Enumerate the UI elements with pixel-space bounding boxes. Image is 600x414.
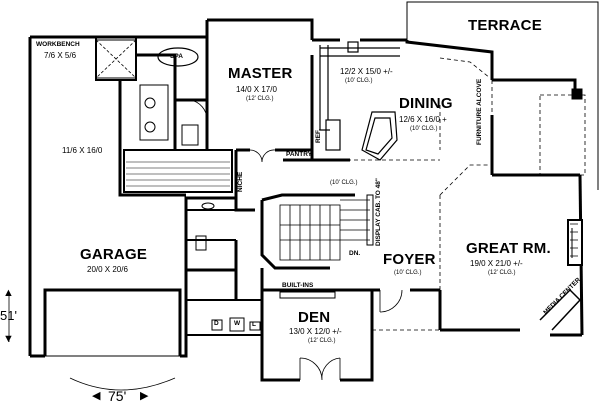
depth-dimension: 51' bbox=[0, 308, 17, 323]
garage-dims: 20/0 X 20/6 bbox=[87, 265, 128, 274]
loft-walls bbox=[118, 80, 186, 197]
built-ins-label: BUILT-INS bbox=[282, 282, 314, 289]
great-room-walls bbox=[438, 174, 584, 337]
hall-ceiling: (10' CLG.) bbox=[330, 180, 358, 186]
kitchen-walls bbox=[283, 38, 494, 175]
closet-hatch bbox=[123, 149, 233, 193]
great-room-label: GREAT RM. bbox=[466, 240, 551, 257]
dining-ceiling: (10' CLG.) bbox=[410, 126, 438, 132]
sink-label: L bbox=[252, 321, 256, 328]
fireplace bbox=[567, 219, 583, 266]
width-dimension: 75' bbox=[108, 388, 127, 404]
den-built-ins bbox=[279, 291, 336, 299]
master-door bbox=[249, 149, 276, 163]
workbench-label: WORKBENCH bbox=[36, 41, 80, 48]
den-dims: 13/0 X 12/0 +/- bbox=[289, 327, 342, 336]
width-left-arrow: ◀ bbox=[92, 390, 101, 402]
kitchen-dims: 12/2 X 15/0 +/- bbox=[340, 67, 393, 76]
ref-label: REF. bbox=[315, 128, 322, 143]
workbench-dims: 7/6 X 5/6 bbox=[44, 51, 77, 60]
dining-alcove-walls bbox=[492, 78, 583, 177]
foyer-ceiling: (10' CLG.) bbox=[394, 270, 422, 276]
stair-walls bbox=[186, 193, 355, 300]
depth-up-arrow: ▲ bbox=[3, 287, 14, 299]
spa-tub bbox=[157, 47, 199, 67]
spa-label: SPA bbox=[170, 53, 183, 60]
sink-box bbox=[249, 321, 261, 331]
display-cabinet bbox=[366, 194, 374, 246]
kitchen-ceiling: (10' CLG.) bbox=[345, 78, 373, 84]
den-label: DEN bbox=[298, 309, 331, 326]
dining-label: DINING bbox=[399, 95, 453, 112]
great-room-dims: 19/0 X 21/0 +/- bbox=[470, 259, 523, 268]
garage-walls bbox=[28, 20, 238, 358]
master-ceiling: (12' CLG.) bbox=[246, 96, 274, 102]
den-door bbox=[299, 357, 341, 381]
den-ceiling: (12' CLG.) bbox=[308, 338, 336, 344]
furniture-alcove-label: FURNITURE ALCOVE bbox=[476, 78, 483, 145]
stair-treads bbox=[279, 199, 370, 261]
entry-door bbox=[379, 289, 403, 313]
depth-down-arrow: ▼ bbox=[3, 333, 14, 345]
terrace-label: TERRACE bbox=[468, 17, 542, 34]
foyer-label: FOYER bbox=[383, 251, 436, 268]
great-room-angled-wall bbox=[439, 164, 490, 196]
washer-label: W bbox=[234, 320, 241, 327]
utility-walls bbox=[186, 209, 262, 336]
great-room-ceiling: (12' CLG.) bbox=[488, 270, 516, 276]
pantry-label: PANTRY bbox=[286, 151, 312, 158]
workbench-walls bbox=[95, 37, 137, 81]
master-walls bbox=[136, 18, 314, 152]
loft-dims: 11/6 X 16/0 bbox=[62, 146, 103, 155]
width-dimension-arc bbox=[69, 377, 176, 391]
dining-dashed bbox=[340, 57, 493, 161]
dining-dims: 12/6 X 16/0 + bbox=[399, 115, 447, 124]
down-label: DN. bbox=[349, 250, 361, 257]
kitchen-counters bbox=[319, 41, 400, 161]
garage-label: GARAGE bbox=[80, 246, 148, 263]
garage-door bbox=[44, 290, 181, 357]
display-cab-label: DISPLAY CAB. TO 48" bbox=[375, 178, 382, 246]
master-dims: 14/0 X 17/0 bbox=[236, 85, 277, 94]
niche-label: NICHE bbox=[237, 171, 244, 192]
media-center bbox=[539, 288, 582, 331]
dryer-label: D bbox=[214, 320, 219, 327]
den-walls bbox=[260, 268, 374, 382]
terrace-outline bbox=[406, 1, 599, 190]
dryer-box bbox=[211, 319, 223, 331]
washer-box bbox=[229, 317, 245, 332]
width-right-arrow: ▶ bbox=[140, 390, 149, 402]
master-label: MASTER bbox=[228, 65, 293, 82]
